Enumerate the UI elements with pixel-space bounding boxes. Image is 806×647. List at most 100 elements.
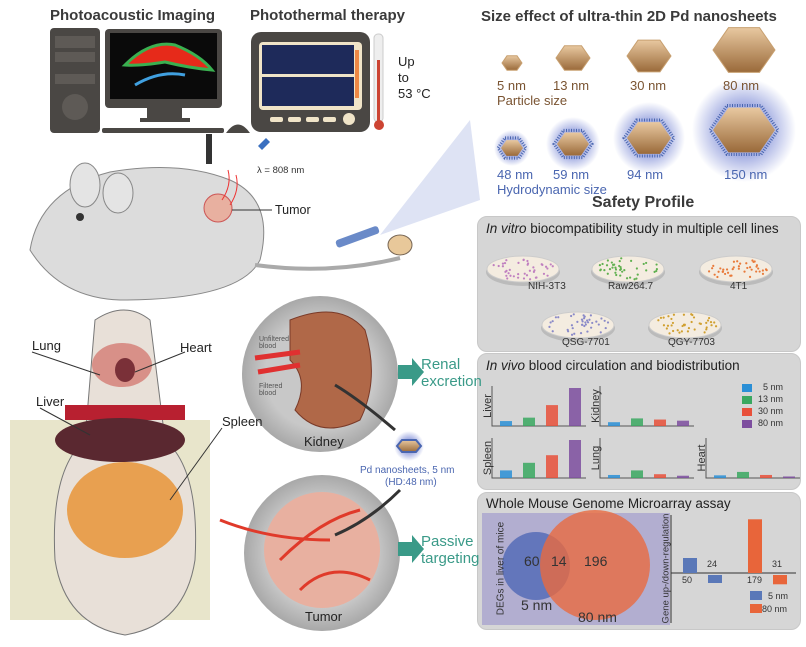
particle-size-caption: Particle size — [497, 93, 567, 108]
cell-dot — [705, 328, 707, 330]
cell-dot — [635, 278, 637, 280]
cell-line-label: QSG-7701 — [562, 337, 610, 348]
bio-bar-lung — [631, 470, 643, 478]
regulation-value: 31 — [772, 559, 782, 569]
cell-dot — [732, 268, 734, 270]
down-regulation-bar — [773, 575, 787, 584]
cell-dot — [705, 322, 707, 324]
cell-dot — [609, 268, 611, 270]
particle-size-label: 80 nm — [723, 78, 759, 93]
bio-bar-heart — [783, 476, 795, 478]
bio-bar-lung — [608, 475, 620, 478]
particle-hexagon — [556, 46, 590, 70]
cell-dot — [691, 321, 693, 323]
cell-dot — [729, 275, 731, 277]
particle-hexagon — [502, 56, 522, 70]
cell-dot — [545, 266, 547, 268]
bio-bar-heart — [714, 475, 726, 478]
cell-dot — [509, 275, 511, 277]
cell-dot — [582, 320, 584, 322]
cell-dot — [517, 277, 519, 279]
chart-axis — [600, 386, 694, 426]
hydrodynamic-size-label: 59 nm — [553, 167, 589, 182]
cell-dot — [733, 261, 735, 263]
cell-dot — [600, 331, 602, 333]
bio-bar-liver — [569, 388, 581, 426]
organ-label-lung: Lung — [32, 338, 61, 353]
renal-excretion-label: Renal excretion — [421, 356, 481, 390]
cell-dot — [645, 262, 647, 264]
cell-dot — [630, 260, 632, 262]
organ-axis-label: Lung — [590, 428, 602, 488]
cell-dot — [666, 327, 668, 329]
nanosheet-icon — [397, 440, 421, 452]
cell-dot — [678, 331, 680, 333]
legend-swatch — [742, 420, 752, 428]
particle-size-label: 5 nm — [497, 78, 526, 93]
legend-swatch — [742, 408, 752, 416]
cell-dot — [509, 269, 511, 271]
cell-dot — [715, 325, 717, 327]
cell-dot — [571, 334, 573, 336]
hydrodynamic-size-label: 150 nm — [724, 167, 767, 182]
cell-dot — [755, 270, 757, 272]
cell-dot — [598, 323, 600, 325]
bio-bar-lung — [677, 476, 689, 478]
cell-dot — [517, 262, 519, 264]
cell-dot — [762, 273, 764, 275]
cell-dot — [752, 261, 754, 263]
cell-dot — [532, 266, 534, 268]
cell-line-label: 4T1 — [730, 281, 747, 292]
cell-dot — [681, 330, 683, 332]
cell-dot — [623, 269, 625, 271]
cell-dot — [738, 268, 740, 270]
bio-bar-liver — [500, 421, 512, 426]
cell-dot — [711, 267, 713, 269]
tumor-tissue — [264, 492, 380, 608]
cell-dot — [571, 324, 573, 326]
cell-dot — [599, 269, 601, 271]
bio-bar-heart — [737, 472, 749, 478]
hydrodynamic-size-label: 94 nm — [627, 167, 663, 182]
legend-label: 13 nm — [758, 394, 783, 404]
cell-dot — [636, 267, 638, 269]
cell-dot — [586, 319, 588, 321]
legend-swatch — [750, 604, 762, 613]
cell-dot — [526, 274, 528, 276]
cell-dot — [529, 278, 531, 280]
kidney-label: Kidney — [304, 434, 344, 449]
cell-dot — [688, 327, 690, 329]
cell-dot — [615, 268, 617, 270]
bio-bar-kidney — [677, 421, 689, 426]
cell-dot — [607, 273, 609, 275]
cell-dot — [522, 259, 524, 261]
cell-dot — [716, 276, 718, 278]
bio-bar-spleen — [546, 455, 558, 478]
cell-dot — [708, 270, 710, 272]
cell-dot — [504, 271, 506, 273]
bio-bar-kidney — [608, 422, 620, 426]
cell-dot — [690, 313, 692, 315]
regulation-value: 50 — [682, 575, 692, 585]
chart-axis — [706, 438, 800, 478]
cell-dot — [611, 261, 613, 263]
cell-dot — [749, 266, 751, 268]
bio-bar-kidney — [654, 420, 666, 426]
cell-dot — [619, 269, 621, 271]
cell-dot — [657, 319, 659, 321]
down-regulation-bar — [708, 575, 722, 583]
cell-dot — [573, 333, 575, 335]
cell-dot — [759, 270, 761, 272]
cell-dot — [618, 265, 620, 267]
legend-swatch — [742, 384, 752, 392]
cell-dot — [743, 271, 745, 273]
passive-targeting-label: Passive targeting — [421, 533, 481, 567]
cell-dot — [621, 271, 623, 273]
cell-dot — [546, 275, 548, 277]
cell-dot — [591, 322, 593, 324]
cell-dot — [673, 314, 675, 316]
cell-dot — [550, 321, 552, 323]
organ-axis-label: Liver — [482, 376, 494, 436]
legend-label: 80 nm — [762, 604, 787, 614]
cell-dot — [590, 314, 592, 316]
